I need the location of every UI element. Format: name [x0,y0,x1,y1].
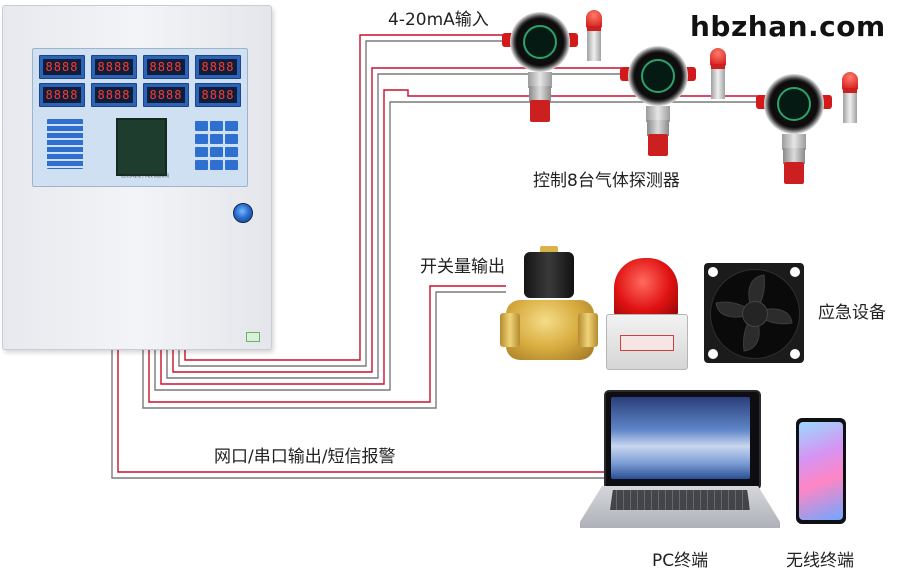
valve-coil [524,252,574,298]
display-readout: 8888 [95,59,133,75]
watermark-text: hbzhan.com [690,10,886,43]
keypad-button[interactable] [225,160,238,170]
keypad-button[interactable] [210,160,223,170]
beacon-light-icon [842,72,858,90]
channel-display-6: 8888 [91,83,137,107]
channel-display-8: 8888 [195,83,241,107]
laptop-wallpaper [611,397,750,479]
detector-sensor [529,86,551,102]
status-led-block [47,119,83,169]
detector-sensor-cap [530,100,550,122]
mount-hole [708,267,718,277]
beacon-light-icon [586,10,602,28]
detector-neck [528,72,552,88]
keypad-button[interactable] [225,147,238,157]
alarm-dome [614,258,678,318]
label-network-output: 网口/串口输出/短信报警 [214,447,396,467]
cabinet-lock-icon [233,203,253,223]
display-readout: 8888 [43,87,81,103]
beacon-stand [587,26,601,61]
gas-detector-1 [502,10,622,122]
detector-display-window [523,25,557,59]
mount-hole [790,349,800,359]
valve-port-left [500,313,520,347]
wire-detector-1-b [178,40,520,367]
keypad-button[interactable] [225,134,238,144]
lcd-screen [116,118,167,176]
qc-sticker [246,332,260,342]
channel-display-3: 8888 [143,55,189,79]
keypad-button[interactable] [210,134,223,144]
detector-neck [782,134,806,150]
channel-display-2: 8888 [91,55,137,79]
exhaust-fan-icon [704,263,804,363]
beacon-light-icon [710,48,726,66]
channel-display-5: 8888 [39,83,85,107]
wire-detector-2-b [166,73,628,379]
label-control-detectors: 控制8台气体探测器 [533,171,680,191]
wire-pc-b [111,348,604,479]
label-emergency-equipment: 应急设备 [818,303,886,323]
wire-valve-b [142,291,506,409]
detector-sensor [783,148,805,164]
keypad-button[interactable] [210,147,223,157]
gas-detector-2 [620,46,740,156]
laptop-keyboard [610,490,750,510]
detector-sensor-cap [648,134,668,156]
valve-cap [540,246,558,256]
controller-cabinet: 8888 8888 8888 8888 8888 8888 8888 8888 … [2,5,272,350]
keypad-button[interactable] [225,121,238,131]
gas-detector-3 [756,72,876,184]
keypad-button[interactable] [195,160,208,170]
display-readout: 8888 [147,87,185,103]
channel-display-1: 8888 [39,55,85,79]
detector-display-window [777,87,811,121]
detector-sensor [647,120,669,136]
mount-hole [790,267,800,277]
beacon-stand [711,64,725,99]
detector-sensor-cap [784,162,804,184]
channel-display-4: 8888 [195,55,241,79]
mount-hole [708,349,718,359]
label-switch-output: 开关量输出 [420,257,505,277]
wire-detector-3 [160,89,762,385]
wire-detector-3-b [154,101,762,391]
label-analog-input: 4-20mA输入 [388,10,489,30]
label-wireless-terminal: 无线终端 [786,551,854,571]
wire-detector-2 [172,67,628,373]
alarm-sticker [620,335,674,351]
display-readout: 8888 [147,59,185,75]
fan-hub [742,301,768,327]
channel-display-7: 8888 [143,83,189,107]
display-readout: 8888 [95,87,133,103]
keypad-button[interactable] [210,121,223,131]
display-readout: 8888 [43,59,81,75]
keypad-button[interactable] [195,134,208,144]
controller-front-panel: 8888 8888 8888 8888 8888 8888 8888 8888 … [32,48,248,187]
beacon-stand [843,88,857,123]
keypad-button[interactable] [195,147,208,157]
detector-display-window [641,59,675,93]
valve-port-right [578,313,598,347]
label-pc-terminal: PC终端 [652,551,709,571]
display-readout: 8888 [199,87,237,103]
keypad-button[interactable] [195,121,208,131]
detector-neck [646,106,670,122]
wire-pc [117,348,604,473]
phone-screen [799,422,843,520]
wire-valve [148,285,506,403]
company-name: 山东多理电子科技有限公司 [121,173,169,178]
display-readout: 8888 [199,59,237,75]
wire-detector-1 [184,34,520,361]
